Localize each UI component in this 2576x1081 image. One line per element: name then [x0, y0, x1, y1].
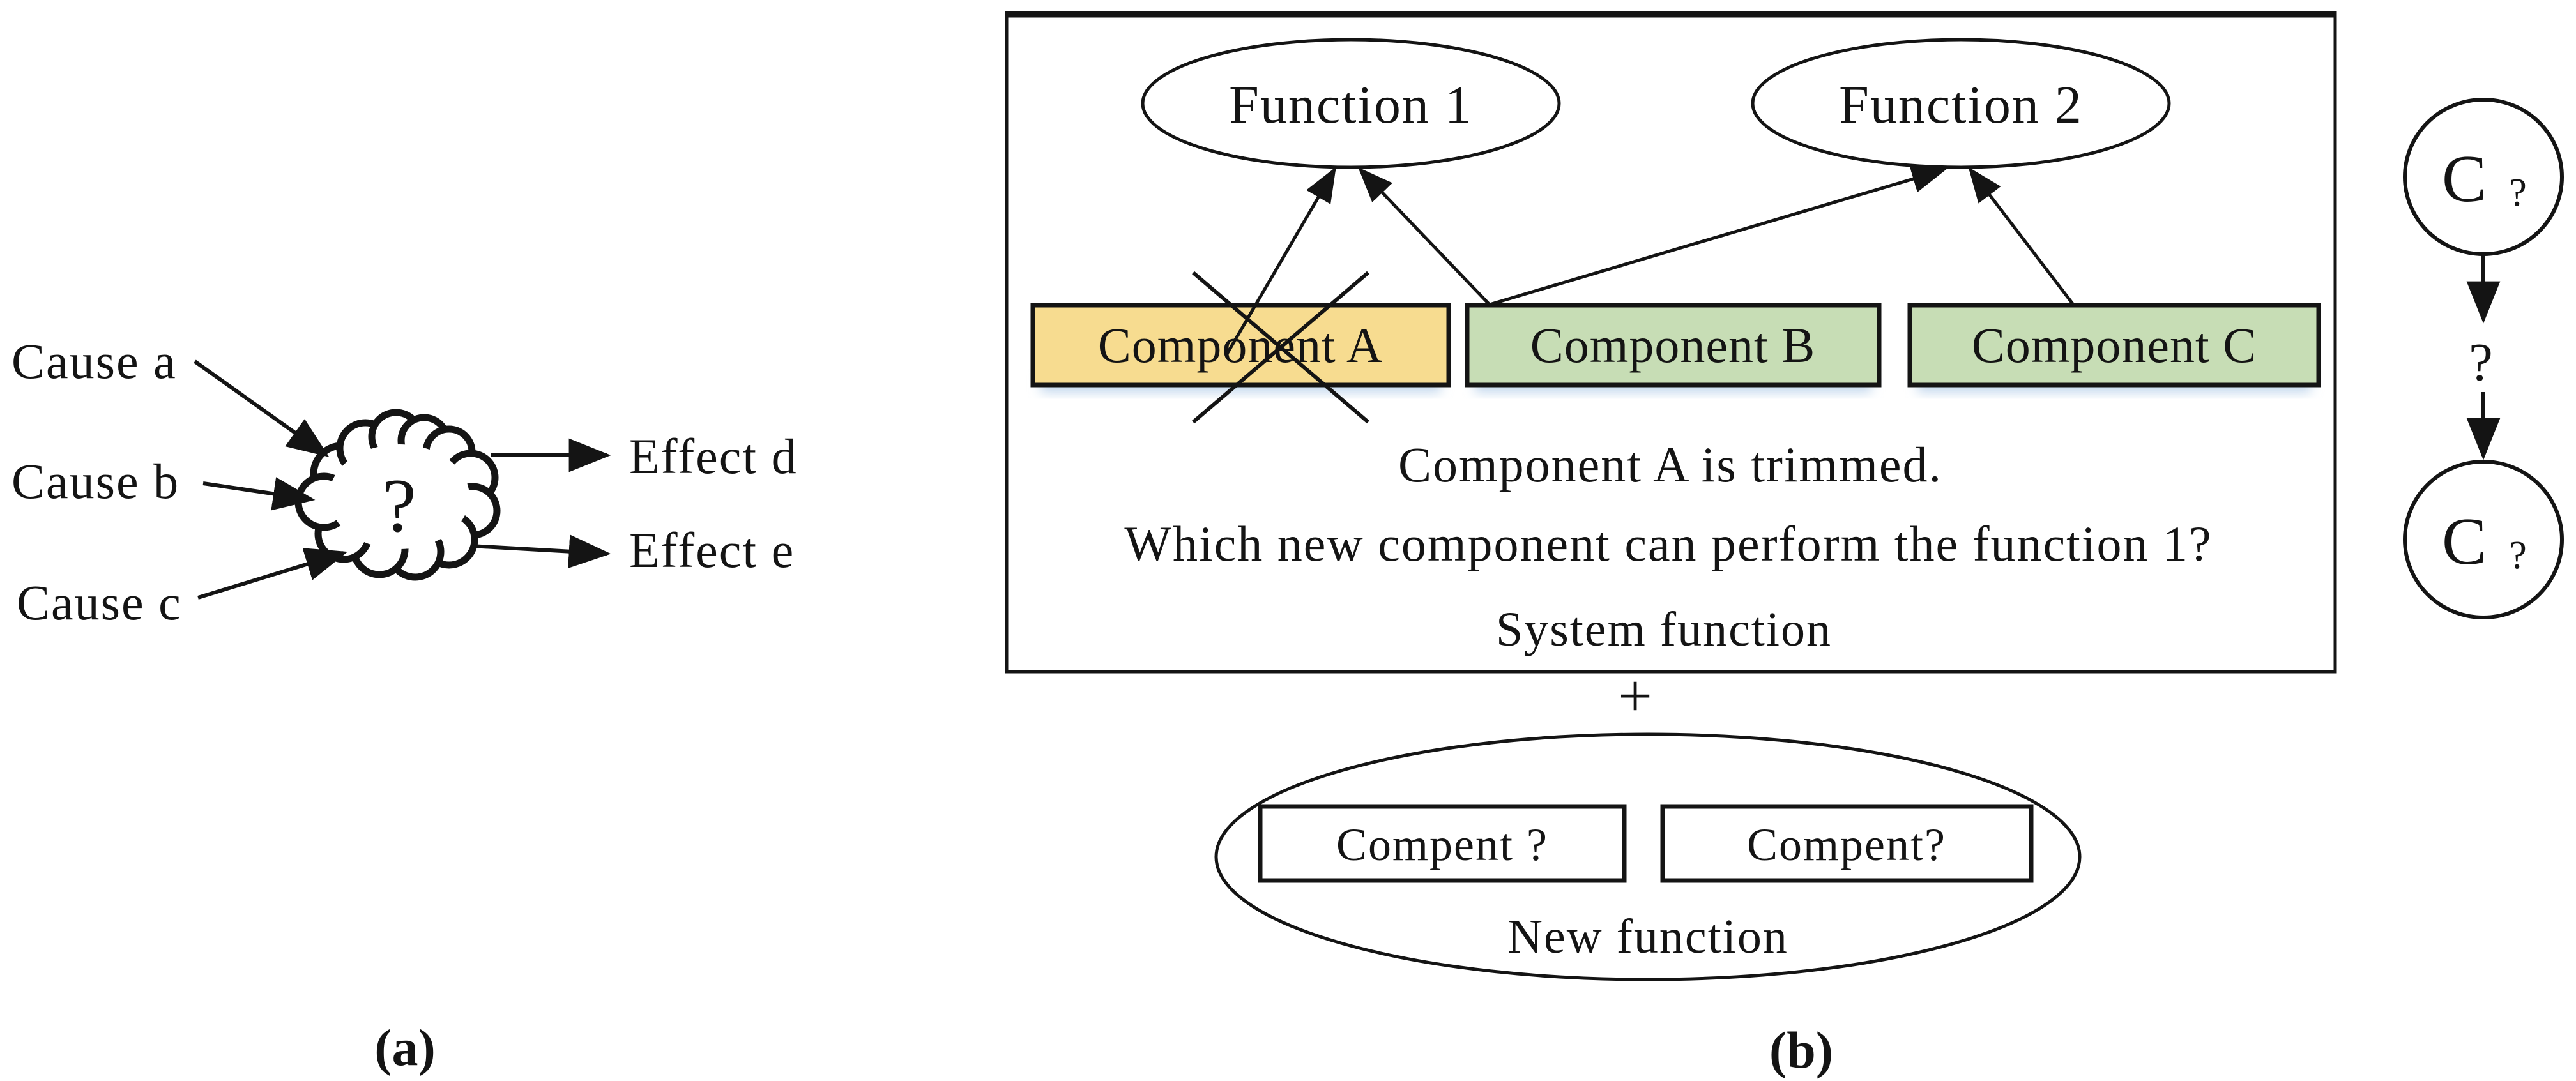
cause-c-arrow: [197, 548, 348, 600]
new-function-ellipse: [1214, 732, 2082, 981]
function-2-ellipse: [1751, 38, 2171, 169]
cause-a-label: Cause a: [11, 333, 177, 389]
component-a-box: [1030, 303, 1451, 388]
caption-line-2: Which new component can perform the func…: [1124, 516, 2212, 571]
system-function-label: System function: [1496, 603, 1832, 656]
right-chain: C ? ? C ?: [2403, 98, 2564, 619]
panel-b-caption: (b): [1769, 1021, 1833, 1079]
component-b-box: [1465, 303, 1882, 388]
trim-cross-line-2: [1192, 271, 1369, 424]
plus-sign: +: [1618, 662, 1652, 730]
cause-c-label: Cause c: [17, 575, 182, 630]
cloud-core: [329, 444, 469, 549]
cloud-question-mark: ?: [382, 463, 416, 548]
caption-line-1: Component A is trimmed.: [1398, 437, 1942, 492]
panel-b: Function 1 Function 2 Component A Compon…: [1005, 11, 2337, 1079]
arrow-b-to-function2: [1489, 165, 1947, 306]
compent-box-1: [1258, 804, 1627, 883]
panel-a: Cause a Cause b Cause c ? Effect d Effec…: [11, 333, 798, 1077]
bottom-circle-q-label: ?: [2509, 534, 2527, 577]
compent-box-2: [1660, 804, 2034, 883]
middle-question-label: ?: [2469, 333, 2493, 393]
function-1-ellipse: [1141, 38, 1561, 169]
cause-b-arrow: [202, 477, 316, 511]
panel-a-caption: (a): [374, 1018, 436, 1077]
component-b-label: Component B: [1530, 317, 1816, 373]
effect-e-label: Effect e: [629, 522, 795, 578]
function-2-label: Function 2: [1839, 75, 2083, 135]
arrow-a-to-function1: [1224, 167, 1336, 356]
cause-b-label: Cause b: [11, 453, 179, 509]
question-cloud: [294, 409, 501, 581]
arrow-b-to-function1: [1358, 167, 1491, 306]
component-a-label: Component A: [1098, 317, 1383, 373]
function-1-label: Function 1: [1229, 75, 1473, 135]
new-function-label: New function: [1507, 910, 1788, 964]
effect-e-arrow: [470, 534, 611, 569]
arrow-c-to-function2: [1968, 167, 2075, 306]
compent-1-label: Compent ?: [1336, 819, 1548, 870]
top-circle: [2403, 98, 2564, 256]
component-c-label: Component C: [1972, 317, 2257, 373]
compent-2-label: Compent?: [1747, 819, 1946, 870]
cause-a-arrow: [194, 359, 330, 457]
effect-d-label: Effect d: [629, 428, 798, 484]
top-circle-q-label: ?: [2509, 171, 2527, 215]
top-circle-c-label: C: [2442, 141, 2487, 216]
bottom-circle: [2403, 460, 2564, 619]
bottom-circle-c-label: C: [2442, 504, 2487, 578]
component-c-box: [1907, 303, 2321, 388]
